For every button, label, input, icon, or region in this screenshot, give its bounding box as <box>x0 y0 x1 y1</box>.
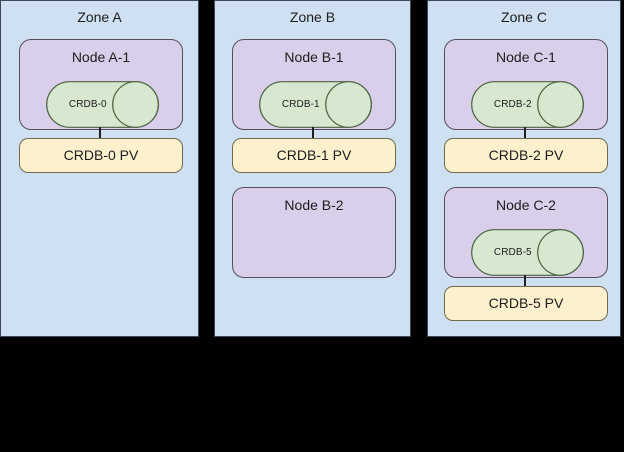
node-b-2[interactable]: Node B-2 <box>232 187 396 278</box>
zone-a[interactable]: Zone A Node A-1 CRDB-0 CRDB-0 PV <box>0 0 199 337</box>
node-c-1-title: Node C-1 <box>496 49 556 65</box>
node-a-1[interactable]: Node A-1 CRDB-0 <box>19 39 183 130</box>
zone-a-title: Zone A <box>77 9 122 25</box>
connector-node-c-2-pv <box>524 275 526 288</box>
pv-crdb-0[interactable]: CRDB-0 PV <box>19 138 183 173</box>
zone-b[interactable]: Zone B Node B-1 CRDB-1 CRDB-1 PV Node B-… <box>214 0 411 337</box>
pv-crdb-2[interactable]: CRDB-2 PV <box>444 138 608 173</box>
zone-c-title: Zone C <box>501 9 547 25</box>
zone-b-title: Zone B <box>289 9 336 25</box>
pv-crdb-5-label: CRDB-5 PV <box>488 295 564 311</box>
connector-node-b-1-pv <box>312 127 314 140</box>
database-crdb-0[interactable]: CRDB-0 <box>46 81 159 128</box>
database-crdb-5[interactable]: CRDB-5 <box>471 229 584 276</box>
zone-c[interactable]: Zone C Node C-1 CRDB-2 CRDB-2 PV Node C-… <box>427 0 621 337</box>
connector-node-a-1-pv <box>99 127 101 140</box>
pv-crdb-1[interactable]: CRDB-1 PV <box>232 138 396 173</box>
node-b-1-title: Node B-1 <box>284 49 344 65</box>
connector-node-c-1-pv <box>524 127 526 140</box>
node-a-1-title: Node A-1 <box>71 49 131 65</box>
pv-crdb-5[interactable]: CRDB-5 PV <box>444 286 608 321</box>
node-c-2[interactable]: Node C-2 CRDB-5 <box>444 187 608 278</box>
database-crdb-1[interactable]: CRDB-1 <box>259 81 372 128</box>
pv-crdb-1-label: CRDB-1 PV <box>276 147 352 163</box>
node-c-2-title: Node C-2 <box>496 197 556 213</box>
node-c-1[interactable]: Node C-1 CRDB-2 <box>444 39 608 130</box>
database-crdb-2[interactable]: CRDB-2 <box>471 81 584 128</box>
node-b-2-title: Node B-2 <box>284 197 344 213</box>
node-b-1[interactable]: Node B-1 CRDB-1 <box>232 39 396 130</box>
pv-crdb-0-label: CRDB-0 PV <box>63 147 139 163</box>
pv-crdb-2-label: CRDB-2 PV <box>488 147 564 163</box>
